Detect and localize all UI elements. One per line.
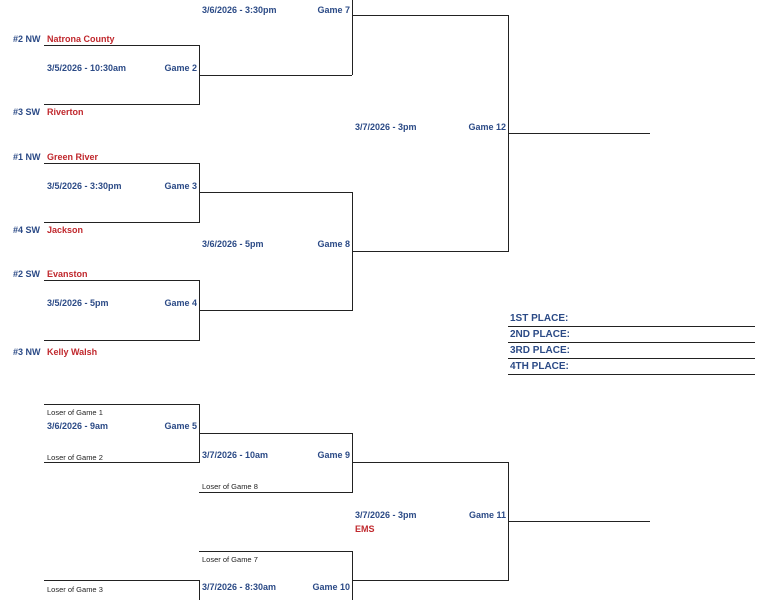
team-name: Evanston bbox=[47, 269, 88, 279]
game-label: Game 10 bbox=[312, 582, 350, 592]
loser-label: Loser of Game 3 bbox=[47, 585, 103, 594]
game-label: Game 9 bbox=[317, 450, 350, 460]
seed: #4 SW bbox=[13, 225, 41, 235]
game-date: 3/7/2026 - 8:30am bbox=[202, 582, 277, 592]
game-label: Game 7 bbox=[317, 5, 350, 15]
game-date: 3/6/2026 - 5pm bbox=[202, 239, 264, 249]
place-label: 3RD PLACE: bbox=[510, 345, 571, 356]
place-label: 4TH PLACE: bbox=[510, 361, 569, 372]
game-date: 3/5/2026 - 5pm bbox=[47, 298, 109, 308]
game-date: 3/7/2026 - 10am bbox=[202, 450, 269, 460]
seed: #2 SW bbox=[13, 269, 41, 279]
game-date: 3/7/2026 - 3pm bbox=[355, 122, 417, 132]
game-label: Game 2 bbox=[164, 63, 197, 73]
game-date: 3/7/2026 - 3pm bbox=[355, 510, 417, 520]
team-name: Riverton bbox=[47, 107, 84, 117]
game-date: 3/6/2026 - 3:30pm bbox=[202, 5, 277, 15]
venue: EMS bbox=[355, 524, 375, 534]
game-date: 3/5/2026 - 10:30am bbox=[47, 63, 127, 73]
team-name: Natrona County bbox=[47, 34, 115, 44]
loser-label: Loser of Game 1 bbox=[47, 408, 103, 417]
loser-label: Loser of Game 8 bbox=[202, 482, 258, 491]
game-date: 3/5/2026 - 3:30pm bbox=[47, 181, 122, 191]
game-label: Game 3 bbox=[164, 181, 197, 191]
team-name: Jackson bbox=[47, 225, 84, 235]
seed: #1 NW bbox=[13, 152, 41, 162]
game-label: Game 4 bbox=[164, 298, 197, 308]
place-label: 1ST PLACE: bbox=[510, 313, 569, 324]
seed: #2 NW bbox=[13, 34, 41, 44]
loser-label: Loser of Game 2 bbox=[47, 453, 103, 462]
seed: #3 SW bbox=[13, 107, 41, 117]
team-name: Kelly Walsh bbox=[47, 347, 98, 357]
game-date: 3/6/2026 - 9am bbox=[47, 421, 109, 431]
seed: #3 NW bbox=[13, 347, 41, 357]
loser-label: Loser of Game 7 bbox=[202, 555, 258, 564]
place-label: 2ND PLACE: bbox=[510, 329, 571, 340]
game-label: Game 11 bbox=[468, 510, 506, 520]
game-label: Game 5 bbox=[164, 421, 197, 431]
game-label: Game 12 bbox=[468, 122, 506, 132]
game-label: Game 8 bbox=[317, 239, 350, 249]
team-name: Green River bbox=[47, 152, 99, 162]
